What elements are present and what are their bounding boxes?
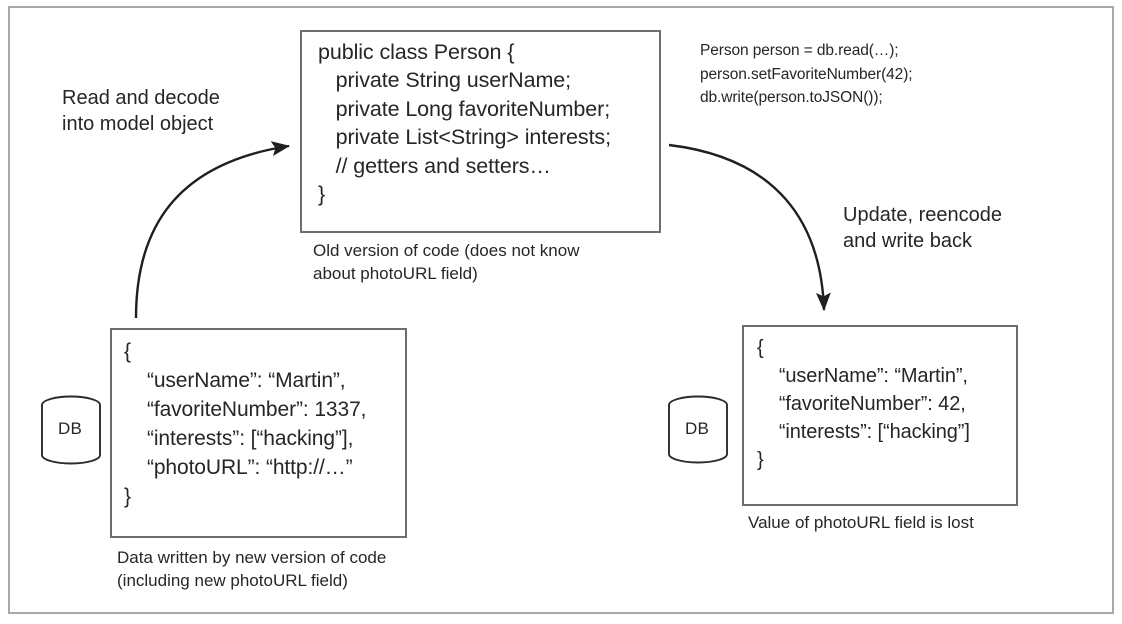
- right-json-text: { “userName”: “Martin”, “favoriteNumber”…: [757, 337, 970, 471]
- left-json-box: [110, 328, 407, 538]
- left-json-text: { “userName”: “Martin”, “favoriteNumber”…: [124, 340, 367, 508]
- class-code-box: [300, 30, 661, 233]
- photourl-lost-caption: Value of photoURL field is lost: [748, 513, 974, 532]
- class-code-text: public class Person { private String use…: [318, 40, 611, 206]
- right-database-label: DB: [685, 419, 710, 438]
- usage-snippet-text: Person person = db.read(…); person.setFa…: [700, 42, 913, 107]
- figure-outer-border: [8, 6, 1114, 614]
- old-version-caption: Old version of code (does not know about…: [313, 241, 580, 283]
- data-written-caption: Data written by new version of code (inc…: [117, 548, 387, 590]
- left-database-label: DB: [58, 419, 83, 438]
- update-write-back-label: Update, reencode and write back: [843, 204, 1003, 252]
- right-json-box: [742, 325, 1018, 506]
- read-decode-label: Read and decode into model object: [62, 87, 220, 135]
